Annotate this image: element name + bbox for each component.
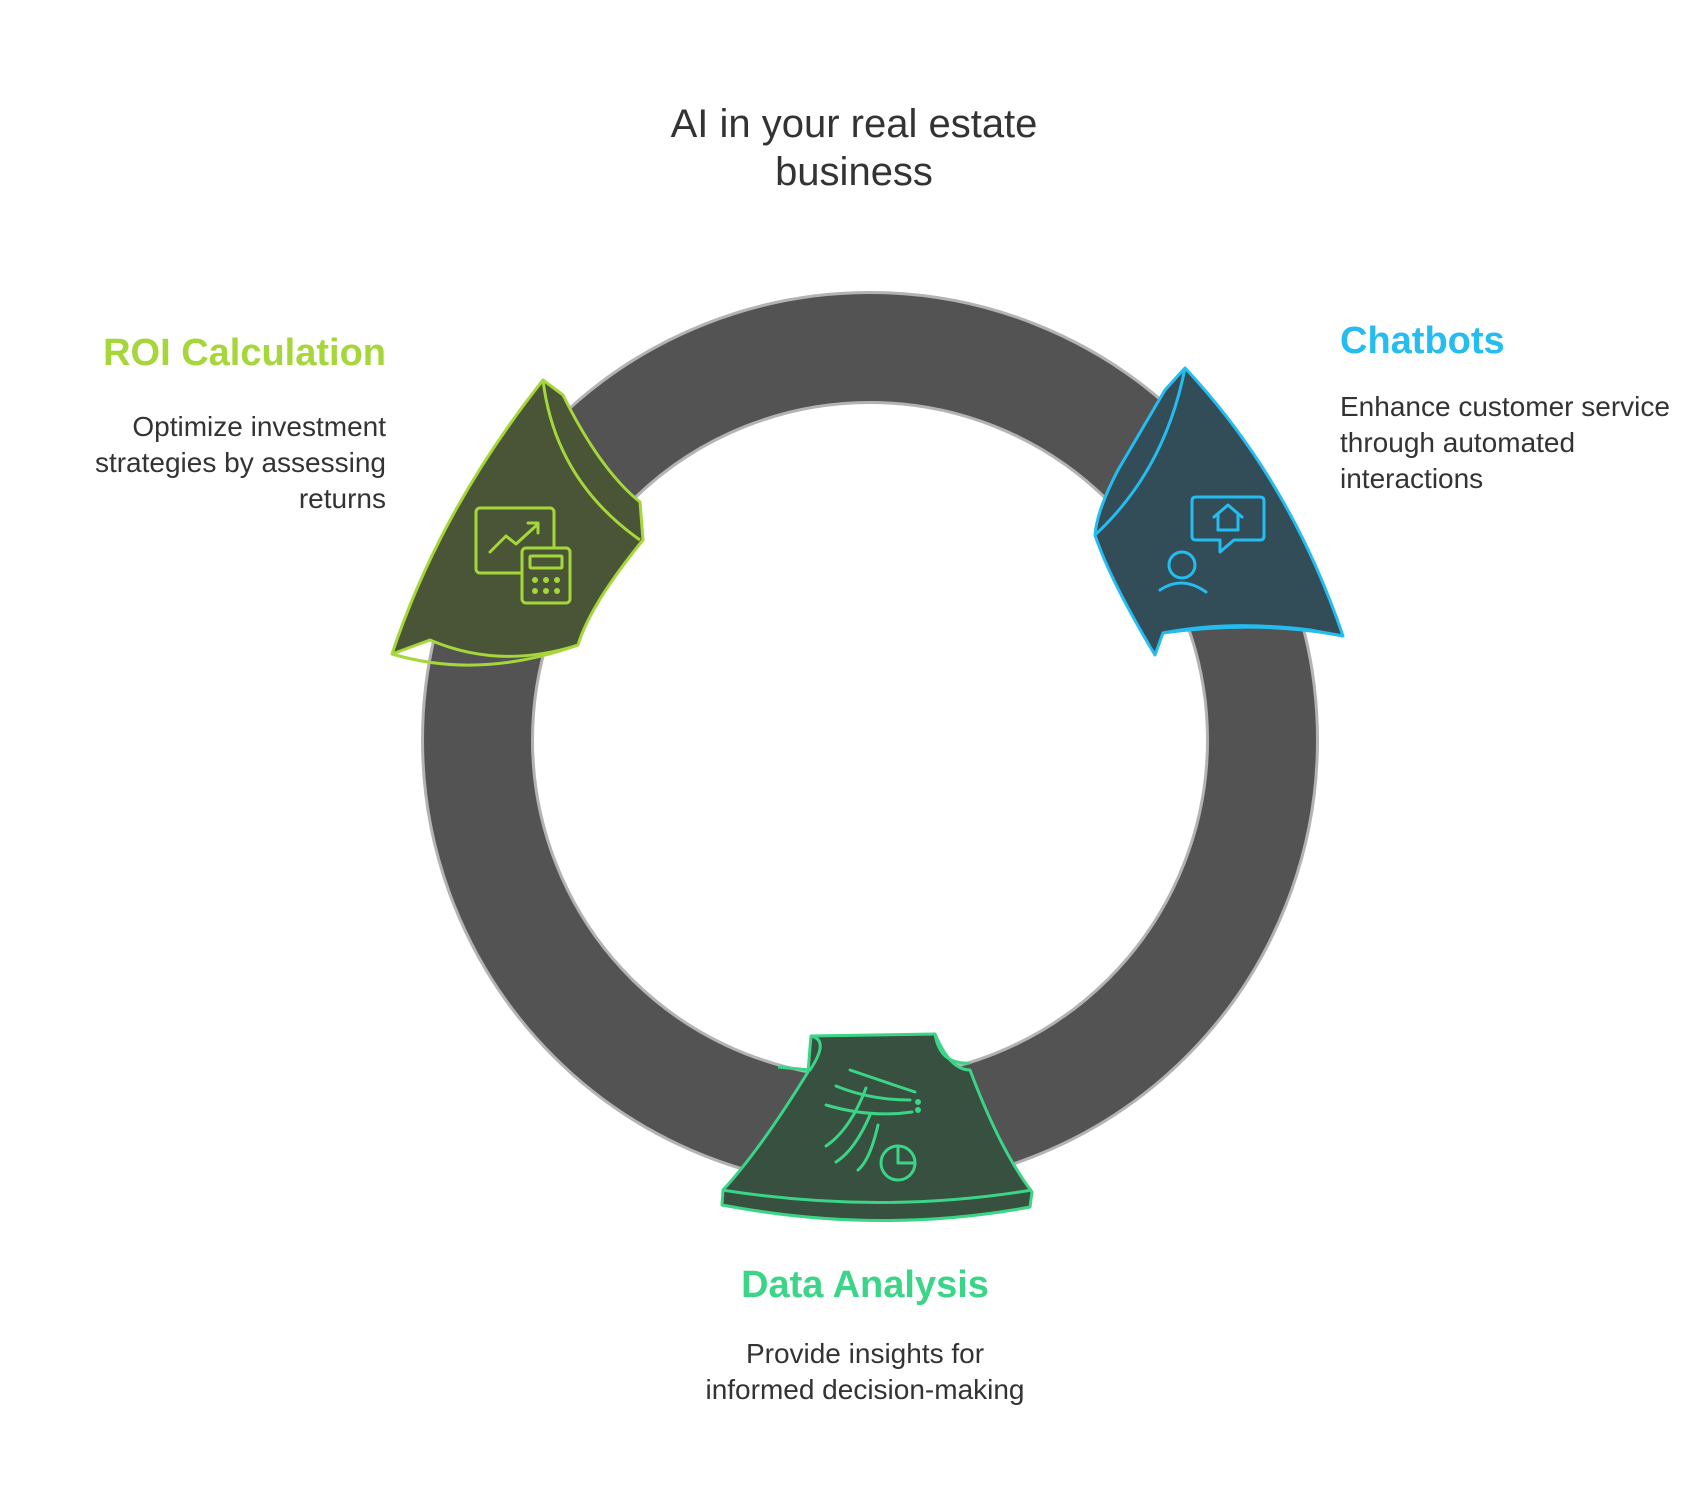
chart-calculator-icon [474, 506, 572, 605]
diagram-title: AI in your real estate business [670, 102, 1038, 194]
chatbots-segment [1093, 366, 1345, 657]
roi-calculation-heading: ROI Calculation [103, 332, 386, 374]
data-flow-pie-icon [824, 1068, 921, 1182]
roi-calculation-description: Optimize investment strategies by assess… [94, 411, 386, 514]
data-analysis-heading: Data Analysis [741, 1264, 989, 1306]
person-home-chat-icon [1158, 495, 1266, 594]
roi-segment [390, 378, 645, 667]
data-analysis-segment [720, 1032, 1034, 1222]
chatbots-description: Enhance customer service through automat… [1340, 391, 1670, 494]
data-analysis-description: Provide insights for informed decision-m… [705, 1338, 1025, 1405]
chatbots-heading: Chatbots [1340, 320, 1505, 362]
